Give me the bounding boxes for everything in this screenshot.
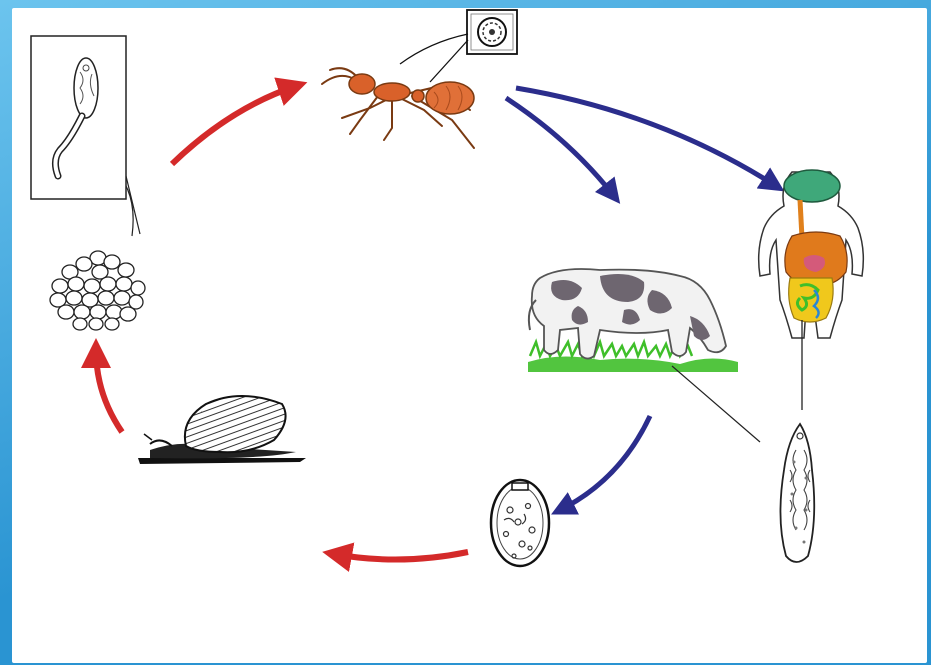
cyst-icon <box>400 10 517 82</box>
ant-icon <box>322 68 474 148</box>
snail-icon <box>138 396 306 464</box>
arrow-egg-to-snail <box>334 552 468 560</box>
slimeball-icon <box>50 251 145 330</box>
arrow-cow-to-egg <box>560 416 650 510</box>
human-anatomy-icon <box>759 170 864 410</box>
arrow-cercaria-to-ant <box>172 86 296 164</box>
arrow-snail-to-slimeball <box>96 350 122 432</box>
fluke-icon <box>780 424 814 562</box>
egg-icon <box>491 480 549 566</box>
cercaria-icon <box>31 36 140 236</box>
arrow-ant-to-cow <box>506 98 614 196</box>
cow-icon <box>528 269 760 442</box>
